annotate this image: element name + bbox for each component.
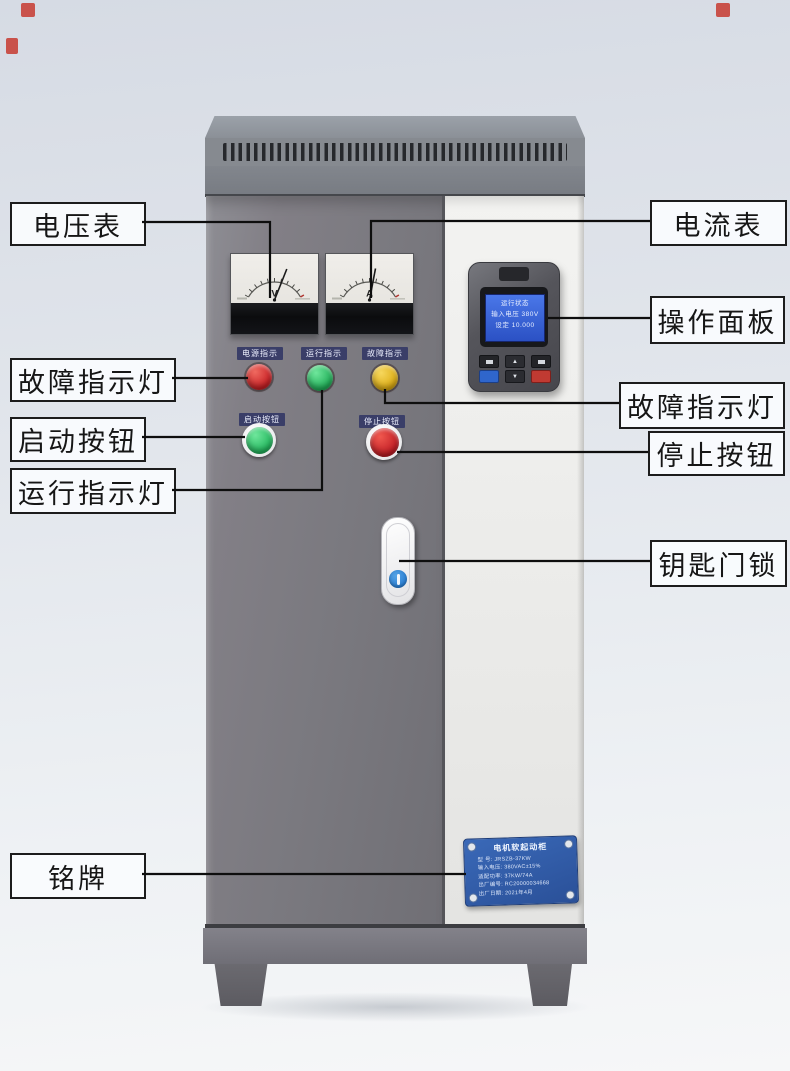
run-indicator-light: [307, 365, 333, 391]
ammeter: A: [325, 253, 414, 335]
run-key: [479, 370, 499, 383]
stop-pushbutton: [366, 424, 402, 460]
start-pushbutton: [242, 423, 276, 457]
callout-stop-button: 停止按钮: [648, 431, 785, 476]
lcd-bezel: 运行状态 输入电压 380V 设定 10.000: [480, 287, 548, 347]
cabinet-foot-left: [214, 964, 268, 1006]
lcd-screen: 运行状态 输入电压 380V 设定 10.000: [485, 294, 545, 342]
red-watermark-mark: [716, 3, 730, 17]
ammeter-unit: A: [366, 289, 373, 300]
nameplate-rows: 型 号: JRSZB-37KW 输入电压: 380VAC±15% 适配功率: 3…: [478, 853, 572, 898]
lock-cylinder: [389, 570, 407, 588]
cabinet-top-band: [205, 166, 585, 197]
callout-fault-indicator-right: 故障指示灯: [619, 382, 785, 429]
key-door-lock: [381, 517, 415, 605]
callout-ammeter: 电流表: [650, 200, 787, 246]
cabinet-base: [203, 928, 587, 964]
down-arrow-key: ▼: [505, 370, 525, 383]
ammeter-dial: A: [332, 268, 405, 302]
operator-panel-keys: ▲ ▼: [479, 355, 551, 383]
lcd-line-2: 输入电压 380V: [491, 311, 539, 319]
screw-icon: [468, 893, 478, 903]
cabinet-vent-band: [205, 138, 585, 166]
red-watermark-mark: [21, 3, 35, 17]
power-indicator-light: [246, 364, 272, 390]
stop-button-tag: 停止按钮: [359, 415, 405, 428]
cabinet-foot-right: [527, 964, 572, 1006]
side-panel-shade: [577, 196, 584, 925]
power-indicator-tag: 电源指示: [237, 347, 283, 360]
ammeter-face: A: [326, 254, 413, 303]
cabinet-bottom-seam: [205, 924, 585, 928]
operator-panel-tab: [499, 267, 529, 281]
voltmeter: V: [230, 253, 319, 335]
run-indicator-tag: 运行指示: [301, 347, 347, 360]
menu-key: [479, 355, 499, 368]
fault-indicator-light: [372, 365, 398, 391]
callout-run-indicator: 运行指示灯: [10, 468, 176, 514]
nameplate-title: 电机软起动柜: [493, 842, 548, 853]
red-watermark-mark: [6, 38, 18, 54]
start-pushbutton-cap: [245, 426, 273, 454]
cabinet-top-bevel: [205, 116, 585, 138]
lock-keyhole: [396, 573, 400, 585]
voltmeter-face: V: [231, 254, 318, 303]
lcd-line-1: 运行状态: [501, 300, 529, 307]
callout-voltmeter: 电压表: [10, 202, 146, 246]
callout-start-button: 启动按钮: [10, 417, 146, 462]
screw-icon: [565, 890, 575, 900]
voltmeter-dial: V: [237, 268, 310, 302]
voltmeter-unit: V: [271, 289, 278, 300]
stop-pushbutton-cap: [369, 427, 399, 457]
callout-nameplate: 铭牌: [10, 853, 146, 899]
operator-panel: 运行状态 输入电压 380V 设定 10.000 ▲ ▼: [468, 262, 560, 392]
fault-indicator-tag: 故障指示: [362, 347, 408, 360]
voltmeter-lower-panel: [231, 303, 318, 334]
callout-key-door-lock: 钥匙门锁: [650, 540, 787, 587]
stop-key: [531, 370, 551, 383]
set-key: [531, 355, 551, 368]
lcd-line-3: 设定 10.000: [495, 322, 535, 330]
vent-slots: [223, 143, 567, 161]
floor-shadow: [198, 992, 592, 1022]
up-arrow-key: ▲: [505, 355, 525, 368]
callout-fault-indicator-left: 故障指示灯: [10, 358, 176, 402]
nameplate-plate: 电机软起动柜 型 号: JRSZB-37KW 输入电压: 380VAC±15% …: [462, 835, 580, 907]
ammeter-lower-panel: [326, 303, 413, 334]
callout-operation-panel: 操作面板: [650, 296, 785, 344]
